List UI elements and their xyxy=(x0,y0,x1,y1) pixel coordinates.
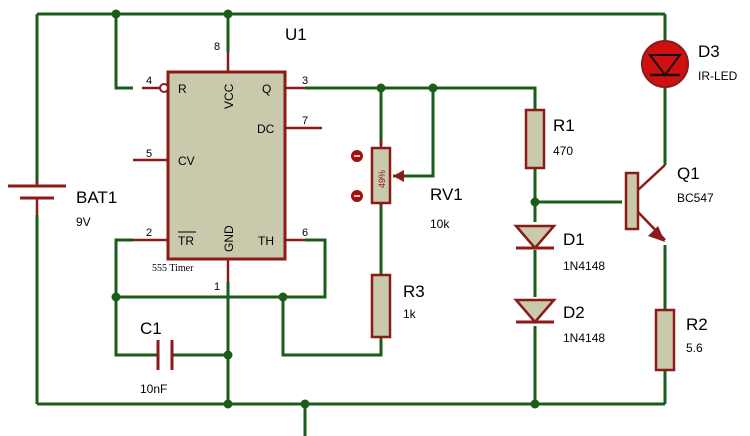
pin-number-2: 2 xyxy=(146,227,152,239)
r3-value: 1k xyxy=(403,307,417,321)
capacitor-c1[interactable] xyxy=(156,340,174,370)
r1-ref: R1 xyxy=(553,116,575,135)
q1-base-bar xyxy=(624,171,640,231)
reset-wire xyxy=(114,14,133,90)
r3-ref: R3 xyxy=(403,282,425,301)
junction-dot xyxy=(530,197,540,207)
junction-dot xyxy=(111,292,121,302)
d1-triangle xyxy=(513,224,557,250)
pin-label-r: R xyxy=(178,82,187,96)
reset-inversion-bubble xyxy=(159,83,169,93)
potentiometer-rv1[interactable] xyxy=(351,140,404,206)
pin-label-gnd: GND xyxy=(222,225,236,252)
pin-label-tr: TR xyxy=(178,234,194,248)
d2-triangle xyxy=(513,298,557,324)
output-wire xyxy=(305,86,537,110)
led-d3[interactable] xyxy=(641,40,689,88)
pin-number-7: 7 xyxy=(302,115,308,127)
rv1-setting: 49% xyxy=(377,170,387,188)
r3-body xyxy=(370,273,392,339)
resistor-r3[interactable] xyxy=(370,273,392,339)
rv1-wiper-wire xyxy=(393,88,435,178)
d3-value: IR-LED xyxy=(698,69,738,83)
pin-number-8: 8 xyxy=(214,41,220,53)
d2-value: 1N4148 xyxy=(563,331,605,345)
rv1-value: 10k xyxy=(430,217,450,231)
diode-d2[interactable] xyxy=(513,298,557,324)
wires xyxy=(35,12,667,436)
junction-dot xyxy=(300,399,310,409)
d3-triangle xyxy=(648,54,682,77)
pin-label-dc: DC xyxy=(257,122,275,136)
r2-ref: R2 xyxy=(686,315,708,334)
junction-dot xyxy=(428,83,438,93)
junction-dot xyxy=(376,83,386,93)
ic-name-label: 555 Timer xyxy=(152,263,194,274)
d3-ref: D3 xyxy=(698,42,720,61)
pin-label-q: Q xyxy=(262,82,271,96)
r1-body xyxy=(524,108,546,170)
q1-collector-lead xyxy=(637,164,666,191)
d1-ref: D1 xyxy=(563,230,585,249)
pin-label-vcc: VCC xyxy=(222,83,236,109)
d1-value: 1N4148 xyxy=(563,259,605,273)
rv1-body xyxy=(370,146,392,205)
u1-ref: U1 xyxy=(285,25,307,44)
junction-dot xyxy=(111,9,121,19)
junction-dot xyxy=(223,350,233,360)
q1-emitter-arrow xyxy=(648,226,665,242)
pin-number-1: 1 xyxy=(214,281,220,293)
pin-number-6: 6 xyxy=(302,227,308,239)
junction-dot xyxy=(530,399,540,409)
pin-number-5: 5 xyxy=(146,148,152,160)
battery-bat1[interactable] xyxy=(8,180,66,215)
r1-value: 470 xyxy=(553,144,573,158)
r2-body xyxy=(654,308,676,372)
d3-led-glow xyxy=(641,40,689,88)
rv1-wiper-arrow xyxy=(393,170,404,182)
pin-label-cv: CV xyxy=(178,154,195,168)
bat1-ref: BAT1 xyxy=(76,188,117,207)
c1-value: 10nF xyxy=(140,382,167,396)
c1-ref: C1 xyxy=(140,319,162,338)
junctions xyxy=(111,9,540,409)
junction-dot xyxy=(278,292,288,302)
pin-label-th: TH xyxy=(258,234,274,248)
diode-d1[interactable] xyxy=(513,224,557,250)
r3-bottom-wire xyxy=(281,297,383,357)
resistor-r2[interactable] xyxy=(654,308,676,372)
rv1-ref: RV1 xyxy=(430,185,463,204)
pin-number-4: 4 xyxy=(146,75,152,87)
junction-dot xyxy=(223,399,233,409)
d2-ref: D2 xyxy=(563,303,585,322)
resistor-r1[interactable] xyxy=(524,108,546,170)
transistor-q1[interactable] xyxy=(624,164,666,242)
q1-value: BC547 xyxy=(677,191,714,205)
r2-value: 5.6 xyxy=(686,341,703,355)
trigger-threshold-wire xyxy=(114,238,327,299)
junction-dot xyxy=(223,9,233,19)
c1-left-wire xyxy=(114,297,158,357)
pin-number-3: 3 xyxy=(302,75,308,87)
q1-ref: Q1 xyxy=(677,164,700,183)
ic-body xyxy=(166,70,287,261)
bat1-value: 9V xyxy=(76,215,91,229)
ic-u1[interactable] xyxy=(133,52,322,282)
